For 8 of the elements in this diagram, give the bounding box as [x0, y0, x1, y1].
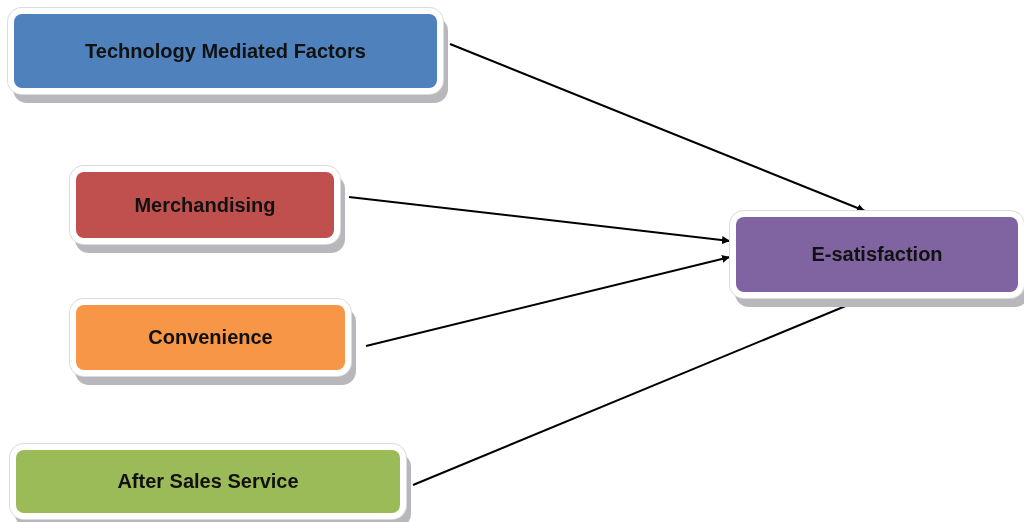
box-label: Convenience	[148, 326, 273, 349]
arrow	[365, 255, 731, 347]
arrow	[348, 196, 731, 245]
box-label: After Sales Service	[117, 470, 299, 493]
arrow	[449, 43, 866, 212]
box-label: E-satisfaction	[811, 243, 943, 266]
box-label: Merchandising	[134, 193, 276, 217]
box-label: Technology Mediated Factors	[85, 39, 366, 63]
